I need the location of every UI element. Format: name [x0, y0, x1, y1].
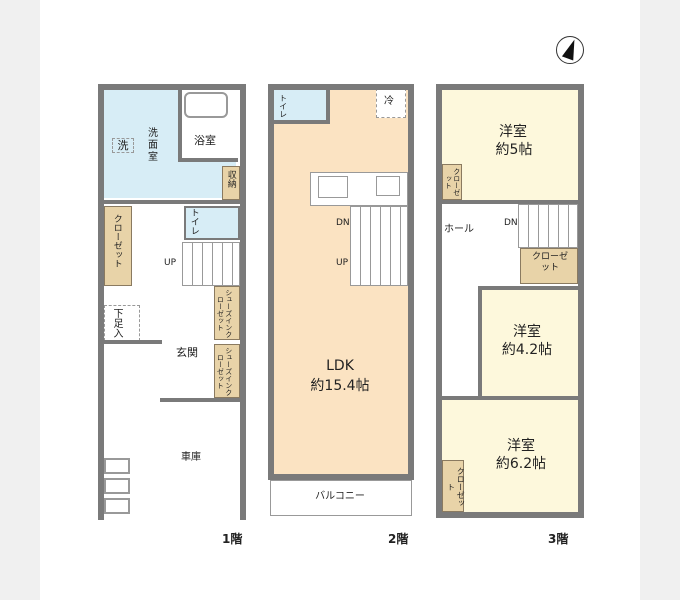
sink	[318, 176, 348, 198]
hall-label: ホール	[444, 224, 474, 235]
room-1-size: 約5帖	[495, 142, 533, 158]
bathtub	[184, 92, 228, 118]
western-room-2	[478, 286, 578, 396]
storage-label: 収納	[225, 170, 236, 188]
balcony	[270, 480, 412, 516]
balcony-label: バルコニー	[315, 491, 365, 502]
toilet-2-label: トイレ	[278, 94, 288, 118]
room-2-label: 洋室	[513, 324, 541, 340]
shoe-closet-1	[214, 286, 240, 340]
toilet-2	[274, 90, 330, 124]
stairs-2	[350, 206, 408, 286]
room-3-label: 洋室	[507, 438, 535, 454]
entrance-label: 玄関	[176, 346, 198, 359]
garage-step	[104, 498, 130, 514]
dn-label: DN	[336, 218, 350, 228]
ldk-label: LDK	[326, 358, 354, 374]
closet-3-label: クローゼット	[446, 467, 466, 507]
ldk-size: 約15.4帖	[310, 378, 370, 394]
room-3-size: 約6.2帖	[495, 456, 547, 472]
stairs-1	[182, 242, 240, 286]
bathroom	[178, 90, 238, 162]
garage-step	[104, 478, 130, 494]
fridge-label: 冷	[384, 96, 394, 107]
floor-3-label: 3階	[548, 532, 569, 546]
stairs-3	[518, 204, 578, 248]
closet-3c	[442, 460, 464, 512]
shoe-closet-2	[214, 344, 240, 398]
shoe-closet-2-label: シューズインクローゼット	[216, 346, 233, 396]
toilet-label: トイレ	[188, 208, 199, 235]
kitchen-counter	[310, 172, 408, 206]
room-1-label: 洋室	[499, 124, 527, 140]
up-label: UP	[336, 258, 349, 268]
bath-label: 浴室	[194, 134, 216, 147]
storage	[222, 166, 240, 200]
garage-step	[104, 458, 130, 474]
toilet-1	[184, 206, 240, 240]
closet-3a	[442, 164, 462, 200]
garage-label: 車庫	[181, 452, 201, 463]
closet-1	[104, 206, 132, 286]
western-room-3	[442, 400, 578, 512]
floor-2-label: 2階	[388, 532, 409, 546]
north-arrow-icon	[556, 36, 584, 64]
washroom-label: 洗面室	[148, 128, 158, 163]
closet-label: クローゼット	[111, 214, 122, 268]
closet-2-label: クローゼット	[531, 252, 568, 273]
up-label: UP	[164, 258, 177, 268]
closet-1-label: クローゼット	[444, 168, 461, 196]
floor-1-label: 1階	[222, 532, 243, 546]
shoe-box-label: 下足入	[111, 308, 122, 338]
dn-label: DN	[504, 218, 518, 228]
shoe-closet-1-label: シューズインクローゼット	[216, 288, 233, 338]
washer-label: 洗	[112, 138, 134, 154]
room-2-size: 約4.2帖	[501, 342, 553, 358]
closet-3b	[520, 248, 578, 284]
stove-icon	[376, 176, 400, 196]
western-room-1	[442, 90, 578, 200]
